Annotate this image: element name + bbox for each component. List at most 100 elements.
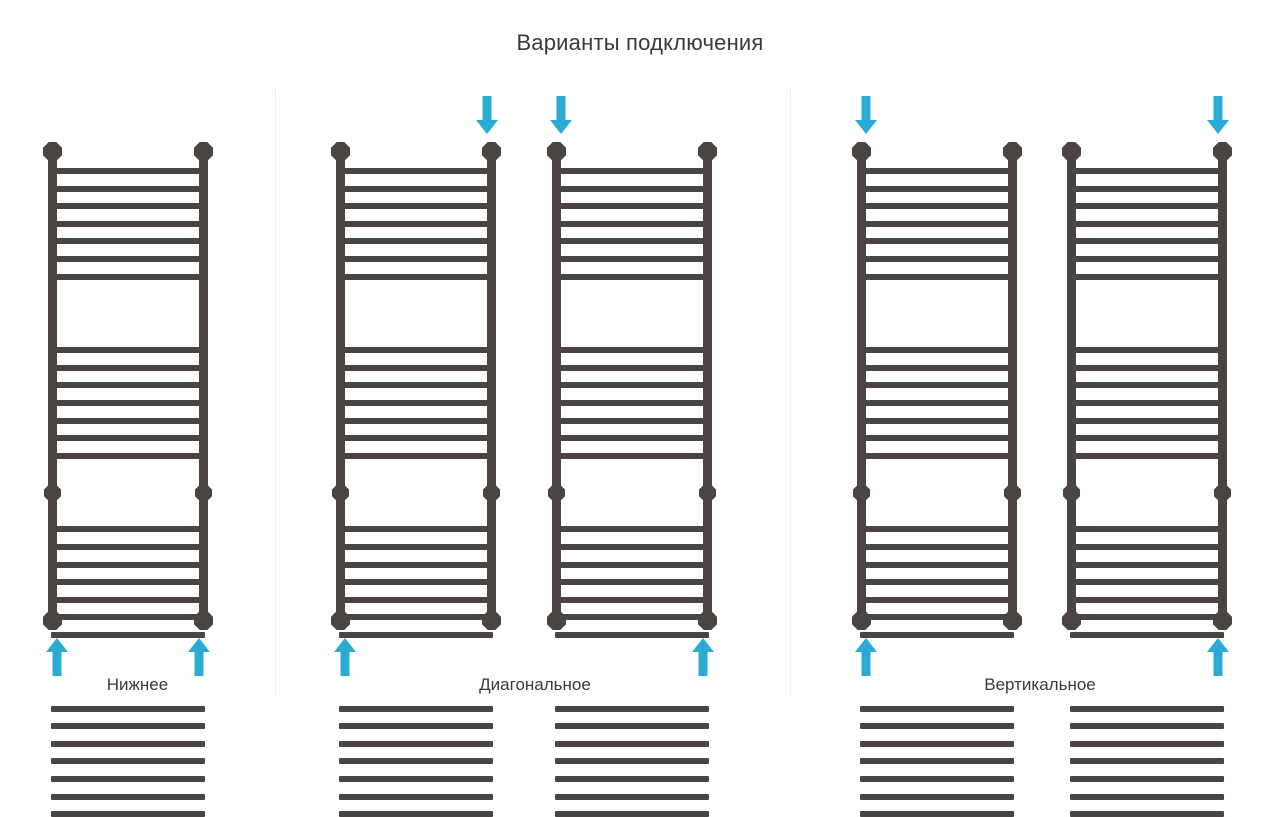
- radiator-rung: [1070, 740, 1224, 747]
- radiator-connector-nub-right: [699, 484, 716, 502]
- radiator-rung: [1070, 811, 1224, 817]
- radiator-rung: [860, 347, 1014, 354]
- radiator-rung: [860, 435, 1014, 442]
- radiator-rung: [51, 435, 205, 442]
- radiator-rung: [555, 273, 709, 280]
- arrow-top-left: [550, 96, 572, 134]
- radiator-bottom-1: [42, 142, 214, 817]
- arrow-bottom-left: [855, 638, 877, 676]
- radiator-rung: [339, 740, 493, 747]
- arrow-bottom-left: [334, 638, 356, 676]
- radiator-rung: [860, 220, 1014, 227]
- radiator-cap-top-right: [1213, 142, 1232, 161]
- radiator-rung: [339, 544, 493, 550]
- radiator-rung: [339, 452, 493, 459]
- radiator-rung: [860, 740, 1014, 747]
- radiator-connector-nub-right: [195, 484, 212, 502]
- group-diagonal-connection: Диагональное: [290, 0, 780, 817]
- radiator-rung: [51, 740, 205, 747]
- radiator-diagonal-1: [330, 142, 502, 817]
- radiator-rung: [860, 811, 1014, 817]
- radiator-rung: [1070, 793, 1224, 800]
- radiator-rung: [1070, 705, 1224, 712]
- radiator-rung: [555, 256, 709, 262]
- radiator-cap-top-left: [1062, 142, 1081, 161]
- radiator-rung: [860, 723, 1014, 730]
- radiator-rung: [51, 382, 205, 389]
- radiator-rung: [339, 526, 493, 533]
- radiator-rung: [860, 203, 1014, 210]
- radiator-rung: [51, 705, 205, 712]
- page-title: Варианты подключения: [516, 30, 764, 55]
- radiator-rung: [51, 400, 205, 406]
- radiator-rung: [555, 596, 709, 603]
- radiator-rung: [339, 793, 493, 800]
- radiator-rung: [860, 793, 1014, 800]
- radiator-rung: [51, 220, 205, 227]
- radiator-cap-top-left: [547, 142, 566, 161]
- radiator-rung: [860, 452, 1014, 459]
- group-vertical-connection: Вертикальное: [805, 0, 1275, 817]
- radiator-rung: [1070, 614, 1224, 621]
- radiator-rung: [339, 723, 493, 730]
- radiator-rung: [860, 400, 1014, 406]
- radiator-rung: [51, 168, 205, 174]
- radiator-rung: [555, 238, 709, 245]
- radiator-rung: [860, 256, 1014, 262]
- radiator-rung: [555, 758, 709, 765]
- arrow-bottom-right: [1207, 638, 1229, 676]
- group-label-diagonal: Диагональное: [479, 675, 591, 694]
- radiator-rung: [555, 811, 709, 817]
- radiator-rung: [339, 203, 493, 210]
- radiator-rung: [339, 435, 493, 442]
- radiator-rung: [339, 185, 493, 192]
- radiator-rung: [860, 632, 1014, 638]
- radiator-connector-nub-left: [332, 484, 349, 502]
- arrow-top-right: [476, 96, 498, 134]
- group-bottom-connection: Нижнее: [10, 0, 265, 817]
- radiator-rung: [51, 452, 205, 459]
- radiator-rung: [555, 705, 709, 712]
- radiator-rung: [51, 758, 205, 765]
- radiator-rung: [1070, 417, 1224, 424]
- radiator-rung: [555, 168, 709, 174]
- radiator-rung: [339, 614, 493, 621]
- radiator-rung: [1070, 238, 1224, 245]
- radiator-connector-nub-right: [1214, 484, 1231, 502]
- radiator-rung: [555, 723, 709, 730]
- radiator-rung: [555, 561, 709, 568]
- radiator-rung: [51, 256, 205, 262]
- radiator-connector-nub-right: [483, 484, 500, 502]
- radiator-rung: [339, 811, 493, 817]
- radiator-rung: [1070, 273, 1224, 280]
- radiator-rung: [1070, 526, 1224, 533]
- radiator-rung: [339, 596, 493, 603]
- radiator-rung: [1070, 220, 1224, 227]
- radiator-rung: [51, 544, 205, 550]
- radiator-rung: [339, 256, 493, 262]
- radiator-cap-top-left: [331, 142, 350, 161]
- radiator-rung: [860, 705, 1014, 712]
- radiator-rung: [339, 417, 493, 424]
- radiator-rung: [51, 238, 205, 245]
- radiator-rung: [339, 347, 493, 354]
- radiator-rung: [1070, 347, 1224, 354]
- radiator-rung: [51, 417, 205, 424]
- radiator-rung: [1070, 452, 1224, 459]
- radiator-rung: [1070, 400, 1224, 406]
- radiator-rung: [860, 238, 1014, 245]
- radiator-rung: [860, 614, 1014, 621]
- radiator-rung: [339, 238, 493, 245]
- radiator-rung: [1070, 596, 1224, 603]
- radiator-connector-nub-right: [1004, 484, 1021, 502]
- radiator-rung: [51, 596, 205, 603]
- radiator-rung: [555, 417, 709, 424]
- radiator-cap-top-right: [698, 142, 717, 161]
- radiator-rung: [339, 776, 493, 782]
- radiator-rung: [860, 561, 1014, 568]
- radiator-rung: [51, 347, 205, 354]
- radiator-connector-nub-left: [548, 484, 565, 502]
- radiator-rung: [860, 776, 1014, 782]
- radiator-cap-top-right: [194, 142, 213, 161]
- radiator-rung: [860, 758, 1014, 765]
